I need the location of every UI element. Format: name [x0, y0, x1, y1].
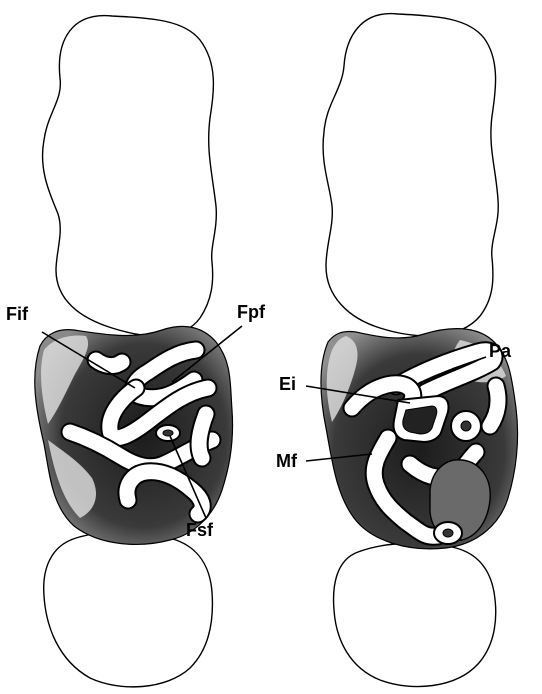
right-lower-tooth-outline [334, 543, 496, 686]
label-fsf: Fsf [186, 520, 214, 540]
label-fpf: Fpf [237, 302, 266, 322]
label-mf: Mf [276, 451, 298, 471]
label-ei: Ei [279, 374, 296, 394]
left-small-fossette [156, 425, 180, 441]
label-fif: Fif [6, 304, 29, 324]
left-upper-tooth-outline [43, 16, 217, 336]
right-round-islet [451, 411, 481, 441]
right-upper-tooth-outline [323, 14, 498, 336]
right-enamel-islet [393, 396, 448, 442]
left-lower-tooth-outline [44, 532, 213, 687]
left-tooth-row [35, 16, 233, 687]
label-pa: Pa [489, 341, 512, 361]
